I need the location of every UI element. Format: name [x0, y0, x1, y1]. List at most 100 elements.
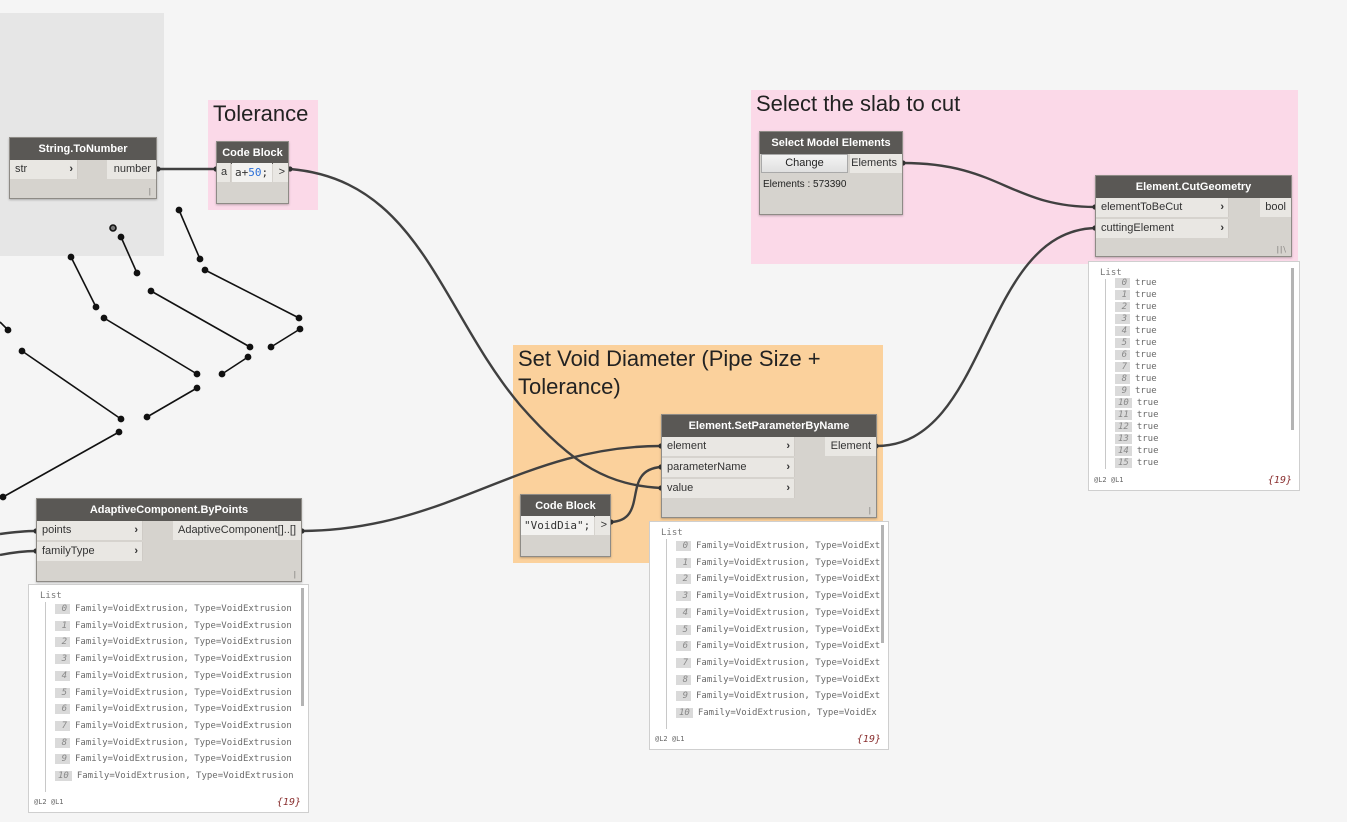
list-index: 9: [55, 754, 70, 765]
resize-grip-icon[interactable]: ǀǀ\: [1276, 245, 1287, 254]
list-index: 3: [55, 654, 70, 665]
output-port-elements[interactable]: Elements: [850, 154, 902, 173]
list-value: Family=VoidExtrusion, Type=VoidExtrusion: [75, 604, 292, 614]
list-label: List: [1100, 268, 1122, 278]
list-value: true: [1135, 350, 1157, 360]
list-value: true: [1136, 434, 1159, 444]
output-port[interactable]: >: [273, 163, 288, 182]
list-value: Family=VoidExtrusion, Type=VoidExt: [696, 541, 881, 551]
input-port-str[interactable]: str ›: [10, 160, 78, 179]
input-port-a[interactable]: a: [217, 163, 231, 182]
output-port[interactable]: >: [595, 516, 610, 535]
list-index: 6: [676, 641, 691, 652]
input-port-value[interactable]: value ›: [662, 479, 795, 498]
list-value: true: [1135, 314, 1157, 324]
input-port-element[interactable]: element ›: [662, 437, 795, 456]
group-title: Select the slab to cut: [756, 91, 961, 116]
node-element-setparameterbyname[interactable]: Element.SetParameterByName element › par…: [661, 414, 877, 518]
resize-grip-icon[interactable]: ǀ: [148, 187, 152, 196]
input-port-parametername[interactable]: parameterName ›: [662, 458, 795, 477]
node-title: Element.CutGeometry: [1096, 176, 1291, 198]
input-port-elementtobecut[interactable]: elementToBeCut ›: [1096, 198, 1229, 217]
preview-footer: @L2 @L1 {19}: [34, 797, 301, 808]
node-code-block-voiddia[interactable]: Code Block "VoidDia"; >: [520, 494, 611, 557]
change-button[interactable]: Change: [761, 154, 848, 173]
node-code-block-tolerance[interactable]: Code Block a a+50; >: [216, 141, 289, 204]
list-guide: [666, 539, 667, 729]
list-index: 7: [676, 657, 691, 668]
code-editor[interactable]: "VoidDia";: [521, 516, 594, 535]
chevron-right-icon: ›: [69, 163, 73, 175]
node-title: AdaptiveComponent.ByPoints: [37, 499, 301, 521]
resize-grip-icon[interactable]: ǀ: [293, 570, 297, 579]
input-port-familytype[interactable]: familyType ›: [37, 542, 143, 561]
list-value: true: [1136, 446, 1159, 456]
scrollbar[interactable]: [301, 588, 304, 706]
list-index: 0: [55, 604, 70, 614]
list-index: 6: [1115, 350, 1130, 360]
list-value: Family=VoidExtrusion, Type=VoidExtrusion: [75, 637, 292, 648]
node-adaptivecomponent-bypoints[interactable]: AdaptiveComponent.ByPoints points › fami…: [36, 498, 302, 582]
list-item: 3 Family=VoidExtrusion, Type=VoidExtrusio…: [55, 654, 292, 665]
node-element-cutgeometry[interactable]: Element.CutGeometry elementToBeCut › cut…: [1095, 175, 1292, 257]
chevron-right-icon: ›: [1220, 201, 1224, 213]
input-port-cuttingelement[interactable]: cuttingElement ›: [1096, 219, 1229, 238]
selection-status: Elements : 573390: [763, 179, 847, 190]
node-select-model-elements[interactable]: Select Model Elements Change Elements El…: [759, 131, 903, 215]
group-gray[interactable]: [0, 13, 164, 256]
output-port-bool[interactable]: bool: [1260, 198, 1291, 217]
list-item: 0 Family=VoidExtrusion, Type=VoidExtrusio…: [55, 604, 292, 614]
item-count: {19}: [1267, 475, 1292, 486]
list-value: Family=VoidExtrusion, Type=VoidExtrusion: [75, 620, 292, 631]
node-title: Code Block: [521, 495, 610, 517]
list-index: 14: [1115, 446, 1132, 456]
node-string-to-number[interactable]: String.ToNumber str › number ǀ: [9, 137, 157, 199]
list-label: List: [40, 591, 62, 601]
output-port-adaptivecomponent[interactable]: AdaptiveComponent[]..[]: [173, 521, 301, 540]
list-item: 2 Family=VoidExtrusion, Type=VoidExtrusio…: [55, 637, 292, 648]
wire-left-points: [0, 529, 37, 536]
list-value: Family=VoidExtrusion, Type=VoidExtrusion: [75, 687, 292, 698]
list-item: 14 true: [1115, 446, 1159, 456]
list-item: 1 Family=VoidExtrusion, Type=VoidExtrusio…: [55, 620, 292, 631]
list-index: 1: [55, 620, 70, 631]
list-value: Family=VoidExtrusion, Type=VoidExtrusion: [75, 654, 292, 665]
list-index: 2: [55, 637, 70, 648]
node-title: Code Block: [217, 142, 288, 164]
list-value: Family=VoidExtrusion, Type=VoidExt: [696, 607, 881, 618]
list-index: 0: [1115, 278, 1130, 288]
list-index: 2: [1115, 302, 1130, 312]
list-index: 7: [55, 720, 70, 731]
list-value: true: [1135, 362, 1157, 372]
list-value: Family=VoidExtrusion, Type=VoidExtrusion: [75, 720, 292, 731]
output-port-number[interactable]: number: [107, 160, 156, 179]
group-title: Set Void Diameter (Pipe Size + Tolerance…: [518, 346, 821, 399]
scrollbar[interactable]: [881, 525, 884, 643]
list-index: 13: [1115, 434, 1132, 444]
input-port-points[interactable]: points ›: [37, 521, 143, 540]
output-port-element[interactable]: Element: [825, 437, 876, 456]
code-editor[interactable]: a+50;: [232, 163, 272, 182]
list-index: 4: [55, 670, 70, 681]
resize-grip-icon[interactable]: ǀ: [868, 506, 872, 515]
list-item: 7 Family=VoidExtrusion, Type=VoidExtrusio…: [55, 720, 292, 731]
scrollbar[interactable]: [1291, 268, 1294, 430]
list-index: 4: [1115, 326, 1130, 336]
